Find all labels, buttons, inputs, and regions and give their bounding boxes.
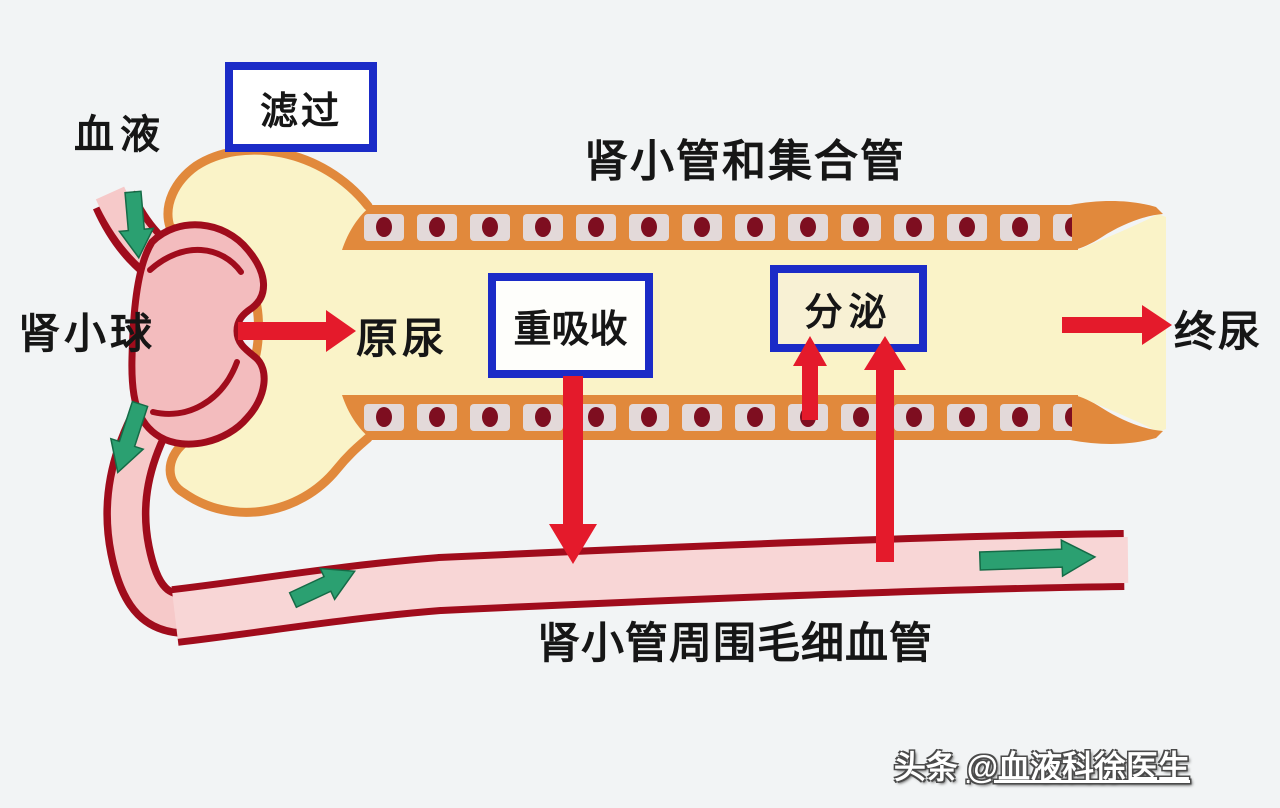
secretion-arrow-short	[793, 336, 827, 420]
secretion-label: 分泌	[804, 292, 893, 334]
blood-flow-arrow-in	[117, 190, 155, 260]
primary-urine-arrow	[238, 310, 356, 352]
capillary-flow-arrow-right	[978, 538, 1097, 578]
tubule-title: 肾小管和集合管	[584, 137, 906, 186]
final-urine-label: 终尿	[1174, 308, 1263, 355]
blood-label: 血液	[74, 113, 166, 157]
final-urine-arrow	[1062, 305, 1172, 345]
reabsorption-arrow	[549, 376, 597, 564]
watermark: 头条 @血液科徐医生	[860, 742, 1190, 788]
filtration-label: 滤过	[259, 90, 342, 133]
peritubular-capillary-label: 肾小管周围毛细血管	[537, 620, 933, 668]
reabsorption-label: 重吸收	[513, 309, 628, 351]
watermark-prefix: 头条	[893, 749, 967, 785]
glomerulus-coil	[128, 221, 268, 448]
secretion-arrow-long	[864, 336, 906, 562]
tubule-wall-bottom	[342, 395, 1163, 444]
blood-flow-arrow-out	[109, 400, 149, 474]
primary-urine-label: 原尿	[356, 315, 449, 362]
tubule-wall-top	[342, 201, 1163, 250]
secretion-box	[770, 265, 927, 352]
wall-cells-bottom	[358, 395, 1072, 440]
filtration-box	[225, 62, 377, 152]
capillary-flow-arrow-left	[288, 567, 357, 609]
reabsorption-box	[488, 273, 653, 378]
watermark-handle: @血液科徐医生	[966, 749, 1190, 785]
wall-cells-top	[358, 205, 1072, 250]
glomerulus-label: 肾小球	[18, 310, 157, 357]
